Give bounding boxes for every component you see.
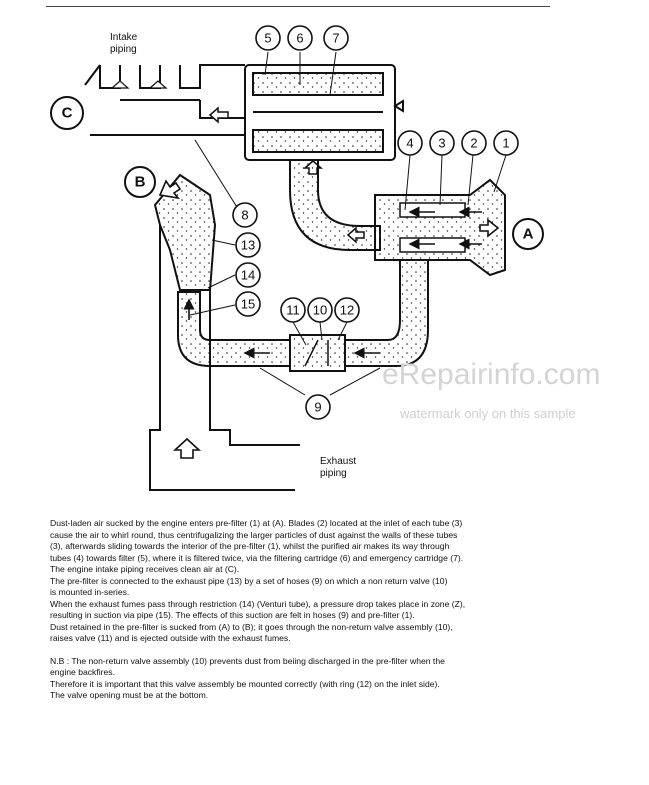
- marker-c: C: [50, 96, 84, 130]
- description-line: resulting in suction via pipe (15). The …: [50, 610, 415, 620]
- note-line: engine backfires.: [50, 667, 115, 677]
- svg-text:15: 15: [241, 297, 255, 312]
- hose-valve-to-exhaust: [177, 291, 291, 367]
- description-line: cause the air to whirl round, thus centr…: [50, 529, 458, 540]
- svg-text:C: C: [62, 105, 73, 122]
- callout-10: 10: [307, 297, 333, 323]
- callout-6: 6: [287, 25, 313, 51]
- callout-4: 4: [397, 130, 423, 156]
- intake-arrow-small: [110, 80, 168, 89]
- svg-text:10: 10: [313, 303, 327, 318]
- description-line: is mounted in-series.: [50, 587, 130, 597]
- svg-text:2: 2: [470, 136, 477, 151]
- dust-arrow: [346, 226, 365, 244]
- watermark-title: eRepairinfo.com: [382, 358, 600, 391]
- description-line: The pre-filter is connected to the exhau…: [50, 575, 448, 586]
- description-line: Dust-laden air sucked by the engine ente…: [50, 518, 463, 528]
- note-line: The valve opening must be at the bottom.: [50, 690, 209, 700]
- main-filter-housing: [244, 64, 404, 161]
- svg-text:B: B: [135, 174, 146, 191]
- note-line: N.B : The non-return valve assembly (10)…: [50, 655, 445, 666]
- outlet-b-arrow: [158, 179, 182, 200]
- svg-text:A: A: [523, 226, 534, 243]
- svg-text:5: 5: [264, 31, 271, 46]
- callout-12: 12: [334, 297, 360, 323]
- callout-1: 1: [493, 130, 519, 156]
- inlet-a-arrow: [479, 218, 500, 238]
- callout-11: 11: [280, 297, 306, 323]
- marker-a: A: [512, 218, 544, 250]
- intake-label-line1: Intake: [110, 32, 138, 43]
- svg-text:8: 8: [241, 208, 248, 223]
- non-return-valve: [289, 334, 346, 372]
- callout-15: 15: [235, 291, 261, 317]
- marker-b: B: [124, 166, 156, 198]
- exhaust-label-line1: Exhaust: [320, 456, 356, 467]
- description-line: (3), afterwards sliding towards the inte…: [50, 541, 450, 551]
- svg-text:6: 6: [296, 31, 303, 46]
- filter-to-prefilter-pipe: [289, 159, 381, 251]
- exhaust-label-line2: piping: [320, 468, 347, 479]
- note-line: Therefore it is important that this valv…: [50, 678, 440, 689]
- svg-text:12: 12: [340, 303, 354, 318]
- description-line: tubes (4) towards filter (5), where it i…: [50, 552, 464, 563]
- description-line: The engine intake piping receives clean …: [50, 564, 240, 574]
- callout-8: 8: [232, 202, 258, 228]
- leader-lines: [189, 51, 507, 396]
- description-line: When the exhaust fumes pass through rest…: [50, 598, 466, 609]
- svg-text:3: 3: [438, 136, 445, 151]
- svg-text:14: 14: [241, 268, 255, 283]
- svg-text:1: 1: [502, 136, 509, 151]
- paragraph-gap: [50, 645, 595, 656]
- air-filter-diagram: 5 6 7 4 3 2 1 8 13 14 15 11: [50, 25, 600, 491]
- callout-3: 3: [429, 130, 455, 156]
- callout-5: 5: [255, 25, 281, 51]
- svg-text:4: 4: [406, 136, 413, 151]
- intake-label-line2: piping: [110, 44, 137, 55]
- callout-14: 14: [235, 262, 261, 288]
- intake-pipe: [84, 64, 245, 136]
- pre-filter-arrows: [408, 206, 482, 250]
- description-text: Dust-laden air sucked by the engine ente…: [50, 518, 595, 702]
- svg-text:7: 7: [332, 31, 339, 46]
- exhaust-body: [149, 225, 300, 491]
- callout-9: 9: [305, 394, 331, 420]
- description-line: raises valve (11) and is ejected outside…: [50, 633, 291, 643]
- svg-text:13: 13: [241, 238, 255, 253]
- top-rule: [46, 6, 550, 7]
- callout-13: 13: [235, 232, 261, 258]
- callout-2: 2: [461, 130, 487, 156]
- svg-text:9: 9: [314, 400, 321, 415]
- callout-7: 7: [323, 25, 349, 51]
- svg-text:11: 11: [286, 303, 300, 318]
- watermark-subtitle: watermark only on this sample: [399, 406, 576, 421]
- description-line: Dust retained in the pre-filter is sucke…: [50, 621, 453, 632]
- exhaust-arrow: [172, 437, 202, 459]
- hose-arrows: [183, 298, 380, 359]
